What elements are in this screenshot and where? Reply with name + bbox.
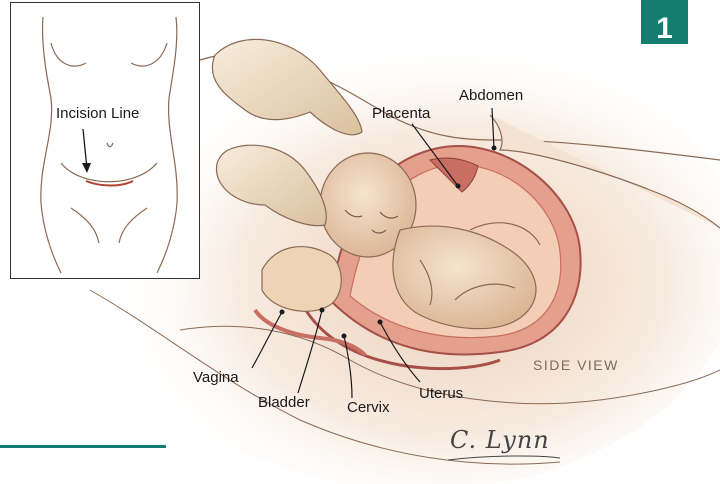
- dot-uterus: [378, 320, 383, 325]
- side-view-label: SIDE VIEW: [533, 358, 619, 372]
- inset-right-body-line: [157, 17, 177, 273]
- dot-placenta: [456, 184, 461, 189]
- artist-signature: C. Lynn: [450, 428, 550, 452]
- dot-bladder: [320, 308, 325, 313]
- dot-cervix: [342, 334, 347, 339]
- dot-vagina: [280, 310, 285, 315]
- incision-arrow-head: [82, 163, 91, 173]
- placenta-label: Placenta: [372, 106, 430, 121]
- inset-belly-curve: [61, 163, 157, 182]
- inset-breast-right: [131, 43, 167, 66]
- cervix-label: Cervix: [347, 400, 390, 415]
- dot-abdomen: [492, 146, 497, 151]
- bladder-label: Bladder: [258, 395, 310, 410]
- incision-line-label: Incision Line: [56, 106, 139, 121]
- abdomen-label: Abdomen: [459, 88, 523, 103]
- inset-breast-left: [51, 43, 86, 66]
- inset-front-view: [10, 2, 200, 279]
- vagina-label: Vagina: [193, 370, 239, 385]
- accent-rule: [0, 445, 166, 448]
- uterus-label: Uterus: [419, 386, 463, 401]
- figure-number-badge: 1: [641, 0, 688, 44]
- inset-groin-right: [119, 208, 147, 243]
- inset-groin-left: [71, 208, 99, 243]
- inset-navel: [107, 143, 113, 147]
- bladder-shape: [262, 247, 341, 312]
- inset-left-body-line: [41, 17, 61, 273]
- inset-torso-drawing: [11, 3, 198, 277]
